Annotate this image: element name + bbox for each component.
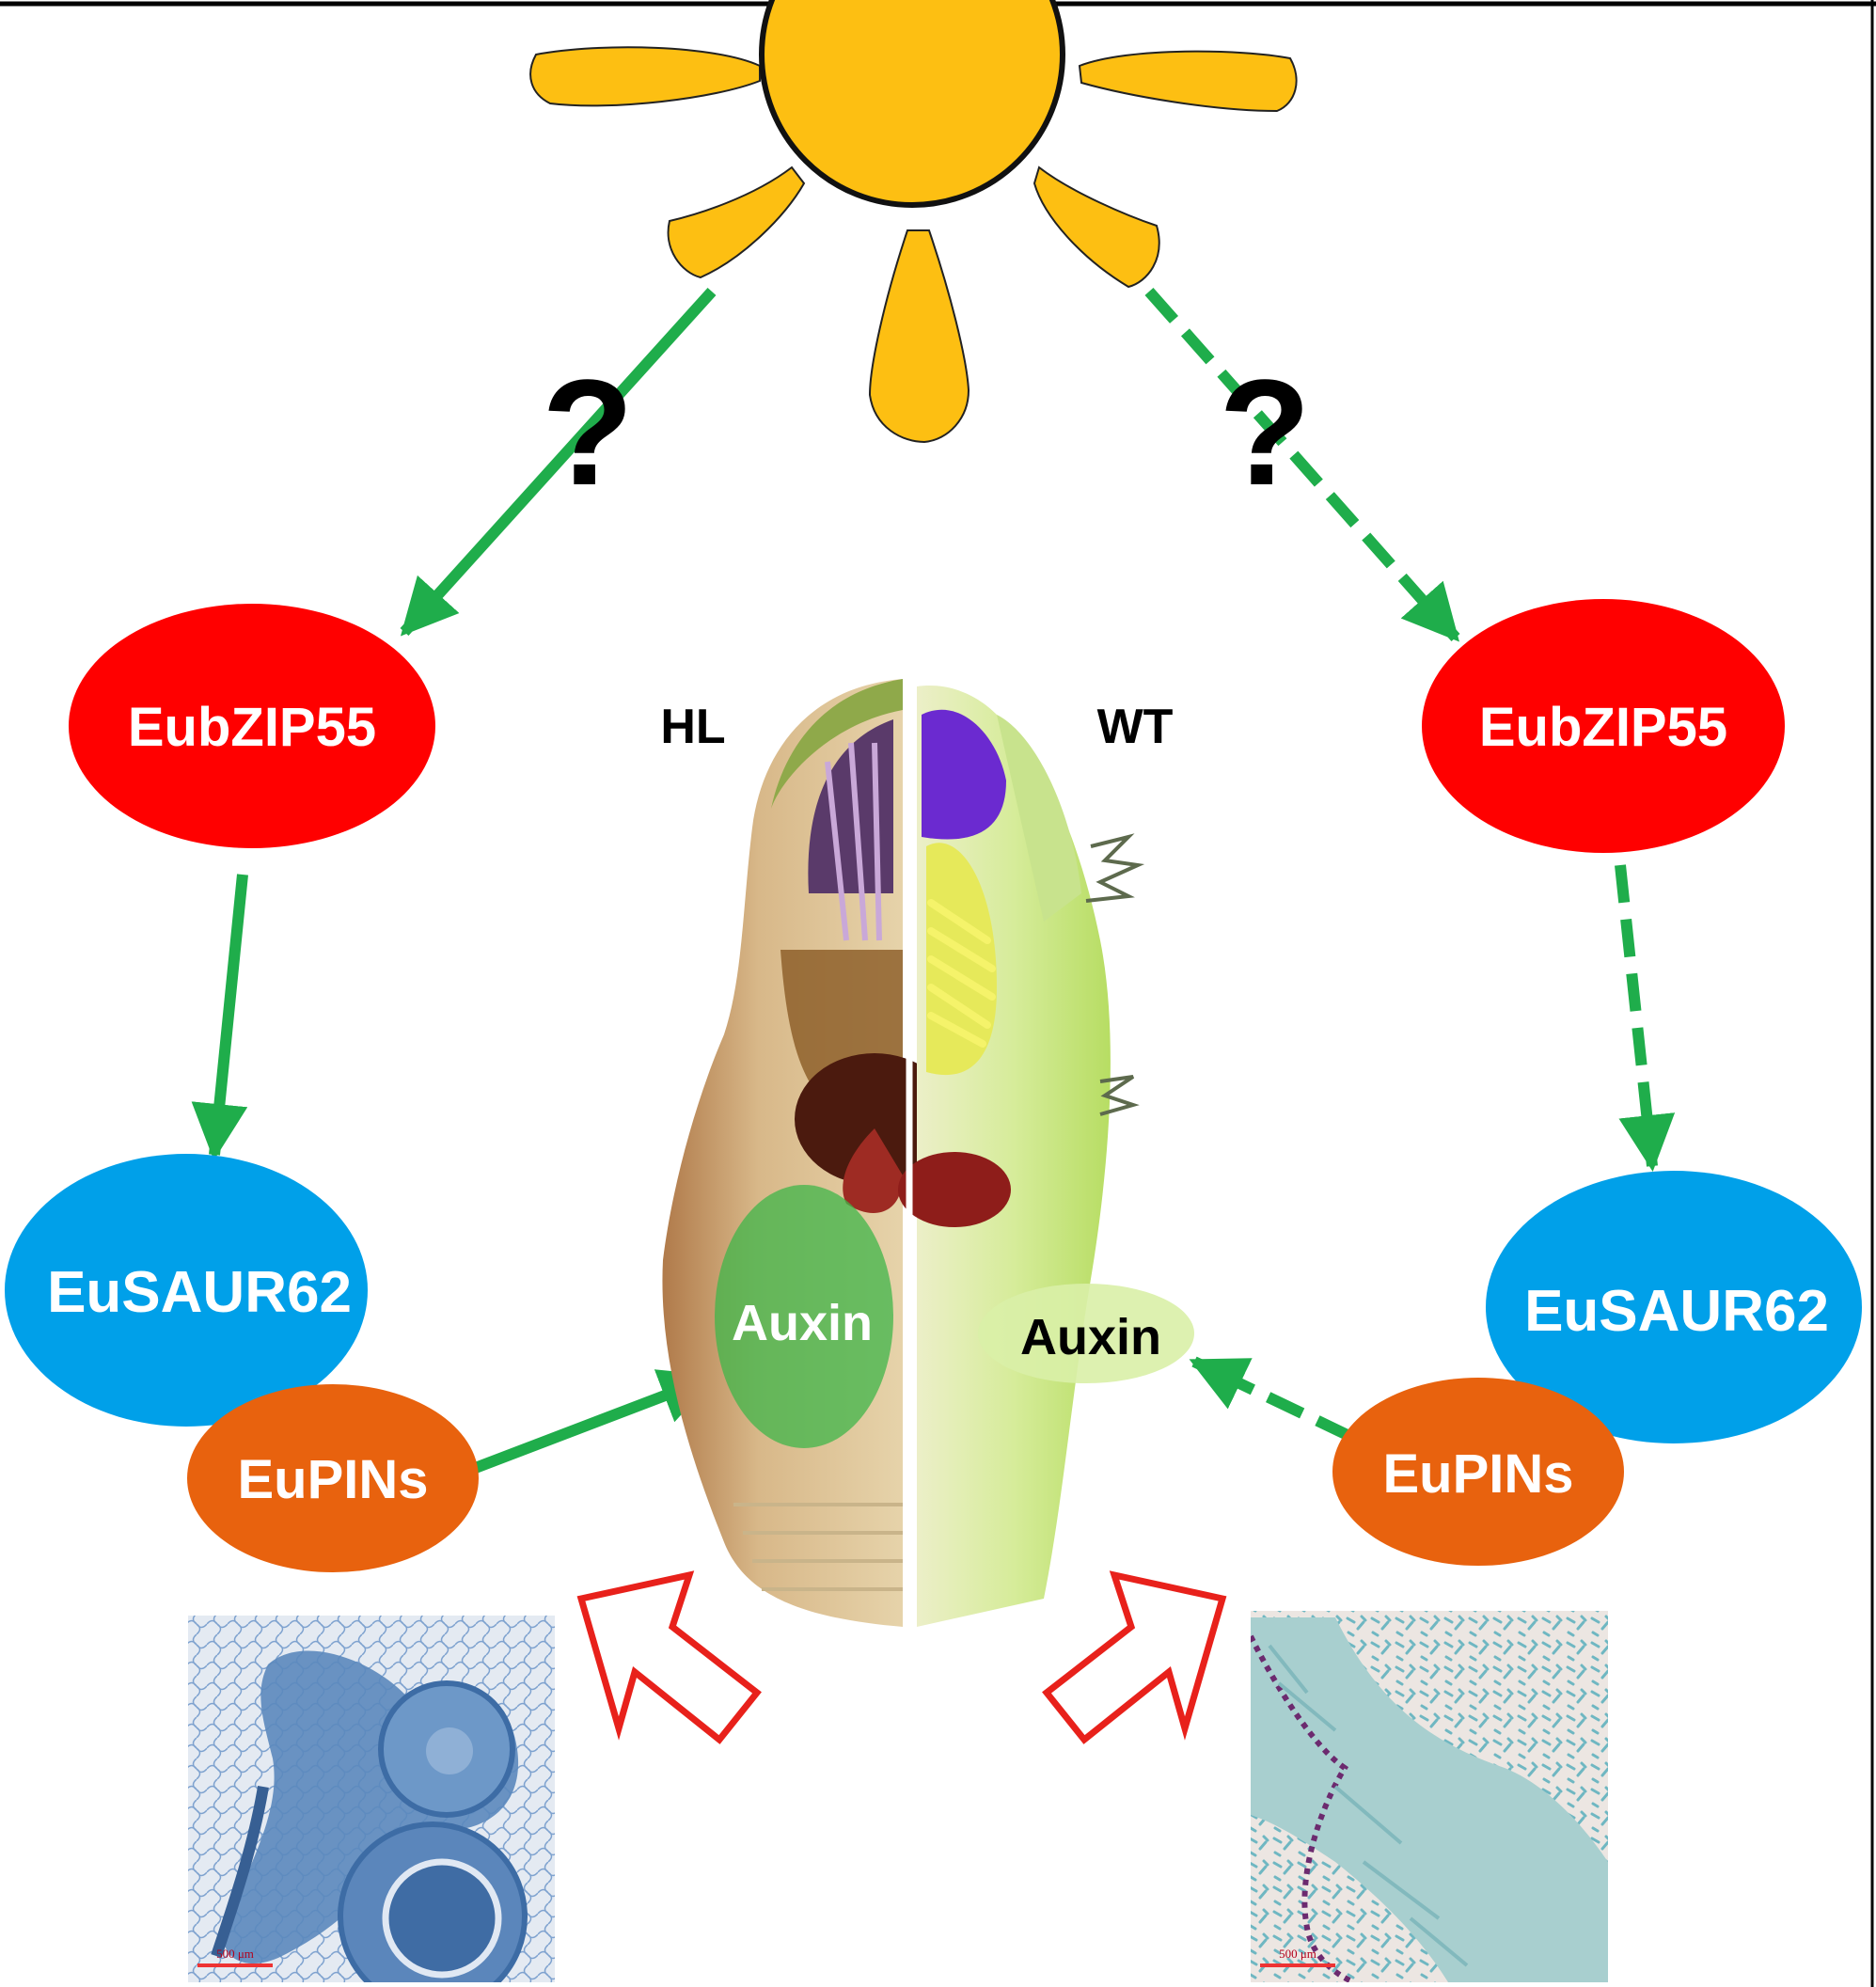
node-eubzip55-left — [69, 604, 435, 848]
auxin-zone-wt — [978, 1284, 1194, 1383]
node-eusaur62-left-label: EuSAUR62 — [47, 1260, 352, 1325]
node-eusaur62-right — [1486, 1171, 1862, 1443]
node-eubzip55-right — [1422, 599, 1785, 853]
outline-arrow-left — [576, 1570, 762, 1744]
arrow-sun-to-bzip-left — [400, 287, 717, 637]
micrograph-wt — [1251, 1611, 1608, 1982]
sun-ray — [529, 46, 761, 107]
node-eubzip55-left-label: EubZIP55 — [128, 697, 376, 758]
question-mark-right: ? — [1219, 348, 1311, 516]
outline-arrow-right — [1042, 1570, 1227, 1744]
arrow-bzip-to-saur-right — [1615, 864, 1676, 1172]
auxin-label-wt: Auxin — [1020, 1309, 1161, 1365]
auxin-zone-hl — [715, 1185, 893, 1448]
micrograph-hl — [188, 1616, 555, 1982]
node-eupins-left-label: EuPINs — [237, 1449, 428, 1510]
node-eupins-right — [1332, 1378, 1624, 1566]
sun-icon — [529, 0, 1298, 444]
node-eusaur62-left — [5, 1154, 368, 1427]
node-eupins-right-label: EuPINs — [1382, 1443, 1573, 1505]
sun-ray — [667, 166, 806, 279]
question-mark-left: ? — [542, 348, 634, 516]
scale-bar-label-left: 500 μm — [216, 1947, 254, 1961]
node-eusaur62-right-label: EuSAUR62 — [1524, 1279, 1829, 1344]
node-eubzip55-right-label: EubZIP55 — [1479, 697, 1727, 758]
condition-label-wt: WT — [1097, 700, 1174, 754]
auxin-label-hl: Auxin — [732, 1295, 873, 1351]
arrow-pins-to-auxin-right — [1189, 1356, 1354, 1443]
arrow-sun-to-bzip-right — [1144, 288, 1460, 642]
flower-section-wt — [898, 686, 1145, 1627]
sun-ray — [1078, 50, 1298, 113]
sun-disc — [759, 0, 1065, 208]
condition-label-hl: HL — [660, 700, 725, 754]
sun-ray — [1033, 166, 1160, 289]
sun-ray — [868, 229, 970, 444]
arrow-pins-to-auxin-left — [470, 1369, 717, 1474]
arrow-bzip-to-saur-left — [191, 874, 248, 1160]
scale-bar-label-right: 500 μm — [1279, 1947, 1316, 1961]
node-eupins-left — [187, 1384, 479, 1572]
